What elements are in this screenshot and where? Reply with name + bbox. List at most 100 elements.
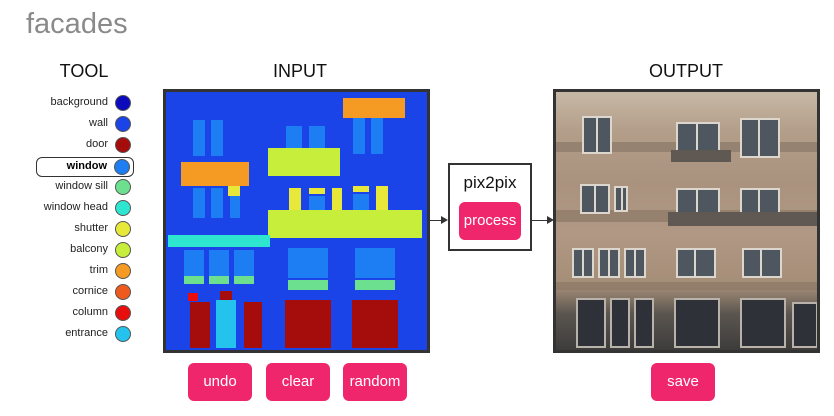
window-sill-segment <box>168 235 270 247</box>
shutter-segment <box>332 188 342 210</box>
color-swatch-icon <box>115 284 131 300</box>
facade-window <box>572 248 594 278</box>
window-segment <box>211 120 223 156</box>
trim-segment <box>181 162 249 186</box>
color-swatch-icon <box>115 137 131 153</box>
column-segment <box>188 293 198 301</box>
facade-window <box>676 248 716 278</box>
tool-label: trim <box>89 264 108 276</box>
output-canvas <box>553 89 820 353</box>
tool-label: shutter <box>74 222 108 234</box>
balcony-segment <box>268 210 422 238</box>
facade-window <box>676 122 720 152</box>
tool-label: wall <box>89 117 108 129</box>
shutter-segment <box>228 186 240 196</box>
facade-window <box>742 248 782 278</box>
app-title: facades <box>26 8 128 40</box>
window-segment <box>309 196 325 214</box>
model-name: pix2pix <box>463 173 517 192</box>
window-head-segment <box>353 186 369 192</box>
window-sill-segment <box>209 276 229 284</box>
tool-label: window <box>66 160 107 172</box>
tool-cornice[interactable]: cornice <box>36 283 134 303</box>
model-box: pix2pix process <box>448 163 532 251</box>
tool-label: background <box>50 96 109 108</box>
tool-label: balcony <box>70 243 108 255</box>
facade-cornice <box>556 282 817 290</box>
window-segment <box>234 250 254 276</box>
arrow-to-output <box>532 220 548 221</box>
color-swatch-icon <box>115 326 131 342</box>
shutter-segment <box>376 186 388 210</box>
door-segment <box>244 302 262 348</box>
color-swatch-icon <box>114 159 130 175</box>
color-swatch-icon <box>115 179 131 195</box>
facade-shopfront <box>610 298 630 348</box>
door-segment <box>190 302 210 348</box>
tool-background[interactable]: background <box>36 94 134 114</box>
color-swatch-icon <box>115 305 131 321</box>
door-segment <box>285 300 331 348</box>
tool-window[interactable]: window <box>36 157 134 177</box>
window-segment <box>193 120 205 156</box>
tool-entrance[interactable]: entrance <box>36 325 134 345</box>
facade-window <box>740 118 780 158</box>
window-sill-segment <box>288 280 328 290</box>
tool-label: window sill <box>55 180 108 192</box>
facade-window <box>614 186 628 212</box>
process-button[interactable]: process <box>459 202 521 240</box>
window-segment <box>353 118 365 154</box>
tool-label: cornice <box>72 285 108 297</box>
tool-window-head[interactable]: window head <box>36 199 134 219</box>
arrow-head-icon <box>441 216 448 224</box>
clear-button[interactable]: clear <box>266 363 330 401</box>
facade-balcony <box>671 150 731 162</box>
tool-trim[interactable]: trim <box>36 262 134 282</box>
input-header: INPUT <box>273 61 327 81</box>
window-segment <box>184 250 204 276</box>
tool-door[interactable]: door <box>36 136 134 156</box>
window-segment <box>309 126 325 150</box>
window-sill-segment <box>234 276 254 284</box>
facade-shopfront <box>634 298 654 348</box>
input-canvas[interactable] <box>163 89 430 353</box>
door-segment <box>352 300 398 348</box>
tool-shutter[interactable]: shutter <box>36 220 134 240</box>
color-swatch-icon <box>115 221 131 237</box>
tool-wall[interactable]: wall <box>36 115 134 135</box>
facade-balcony <box>668 212 817 226</box>
window-segment <box>230 196 240 218</box>
undo-button[interactable]: undo <box>188 363 252 401</box>
save-button[interactable]: save <box>651 363 715 401</box>
tool-header: TOOL <box>59 61 109 81</box>
tool-column[interactable]: column <box>36 304 134 324</box>
window-sill-segment <box>355 280 395 290</box>
arrow-head-icon <box>547 216 554 224</box>
arrow-to-model <box>430 220 442 221</box>
color-swatch-icon <box>115 263 131 279</box>
facade-window <box>582 116 612 154</box>
tool-balcony[interactable]: balcony <box>36 241 134 261</box>
color-swatch-icon <box>115 116 131 132</box>
window-segment <box>211 188 223 218</box>
column-segment <box>220 291 232 301</box>
facade-window <box>740 188 780 214</box>
color-swatch-icon <box>115 95 131 111</box>
facade-shopfront <box>576 298 606 348</box>
window-sill-segment <box>184 276 204 284</box>
window-segment <box>371 118 383 154</box>
facade-window <box>580 184 610 214</box>
window-segment <box>288 248 328 278</box>
facade-window <box>598 248 620 278</box>
tool-window-sill[interactable]: window sill <box>36 178 134 198</box>
facade-window <box>676 188 720 214</box>
facade-shopfront <box>792 302 817 348</box>
facade-shopfront <box>740 298 786 348</box>
trim-segment <box>343 98 405 118</box>
random-button[interactable]: random <box>343 363 407 401</box>
balcony-segment <box>268 148 340 176</box>
window-segment <box>355 248 395 278</box>
tool-label: column <box>72 306 108 318</box>
color-swatch-icon <box>115 200 131 216</box>
facade-window <box>624 248 646 278</box>
